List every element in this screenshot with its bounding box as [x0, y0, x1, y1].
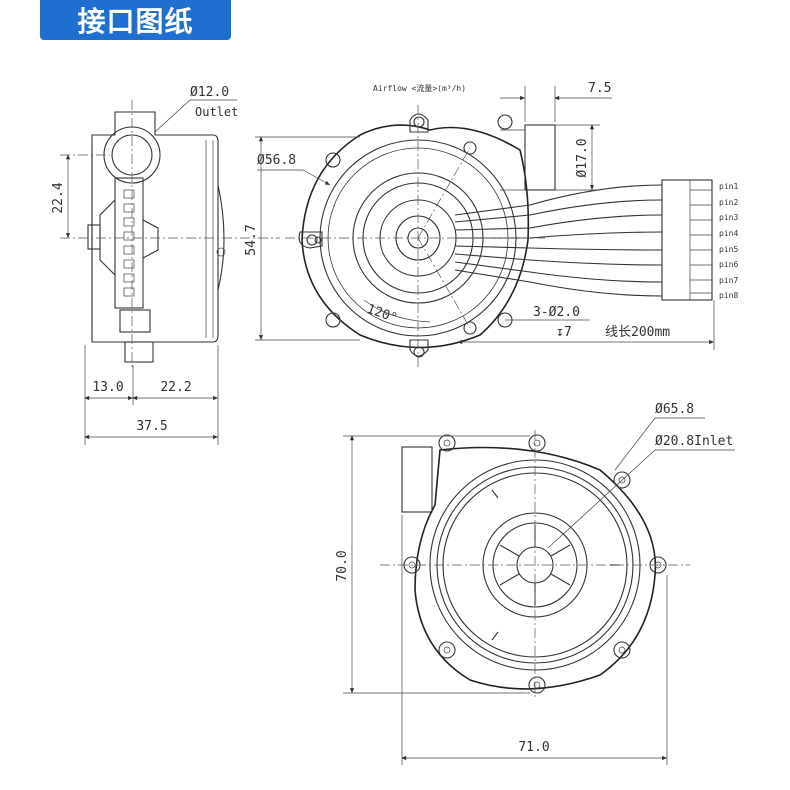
outlet-label: Outlet: [195, 105, 238, 119]
pin-label-4: pin4: [719, 229, 738, 238]
pin-label-8: pin8: [719, 291, 738, 300]
outlet-dia-label: Ø12.0: [190, 85, 229, 100]
pin-label-7: pin7: [719, 276, 738, 285]
front-view: pin1 pin2 pin3 pin4 pin5 pin6 pin7 pin8 …: [244, 81, 738, 370]
outlet-dia-17: Ø17.0: [575, 138, 590, 177]
dia-56-8: Ø56.8: [257, 153, 296, 168]
dim-22-2: 22.2: [160, 380, 191, 395]
dim-13-0: 13.0: [92, 380, 123, 395]
dim-54-7: 54.7: [244, 224, 259, 255]
connector-pins: [690, 189, 712, 294]
pin-label-2: pin2: [719, 198, 738, 207]
pin-label-1: pin1: [719, 182, 738, 191]
dim-71-0: 71.0: [518, 740, 549, 755]
mount-bosses: [298, 113, 513, 358]
dim-37-5: 37.5: [136, 419, 167, 434]
inlet-dia: Ø20.8Inlet: [655, 434, 733, 449]
cable-length: 线长200mm: [605, 325, 670, 340]
dim-7-5: 7.5: [588, 81, 611, 96]
depth-label: ↧7: [556, 325, 572, 340]
pin-label-6: pin6: [719, 260, 738, 269]
dim-70-0: 70.0: [335, 550, 350, 581]
connector-slots: [123, 189, 135, 297]
side-view: Ø12.0 Outlet 22.4 13.0 22.2 37.5: [51, 85, 280, 445]
bottom-view: Ø65.8 Ø20.8Inlet 70.0 71.0: [335, 402, 735, 765]
pin-label-3: pin3: [719, 213, 738, 222]
pin-label-5: pin5: [719, 245, 738, 254]
dim-22-4: 22.4: [51, 182, 66, 213]
page-title: 接口图纸: [40, 0, 231, 40]
dia-65-8: Ø65.8: [655, 402, 694, 417]
holes-label: 3-Ø2.0: [533, 305, 580, 320]
airflow-label: Airflow <流量>(m³/h): [373, 83, 466, 93]
